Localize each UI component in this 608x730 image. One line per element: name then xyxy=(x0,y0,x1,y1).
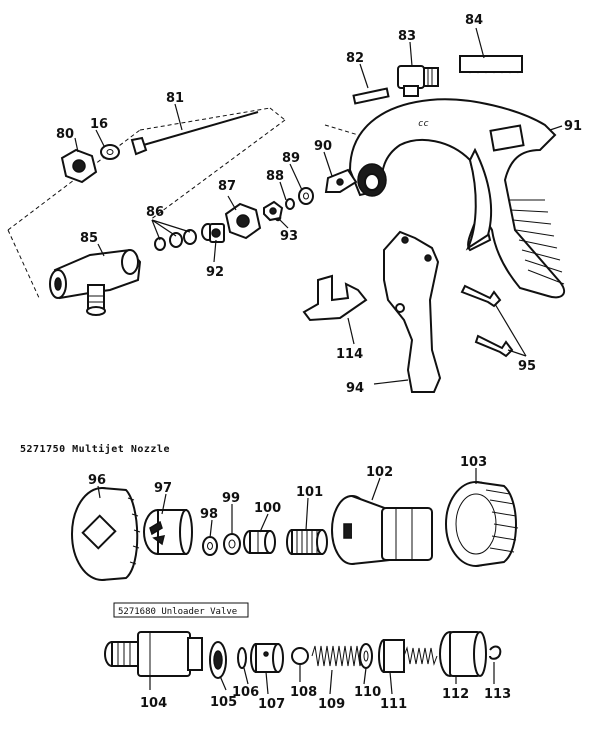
part-96-cap-plate xyxy=(71,487,141,581)
part-95-pins xyxy=(460,284,514,358)
label-99: 99 xyxy=(222,491,240,506)
part-104-valve-body xyxy=(104,631,203,677)
part-114-clip xyxy=(302,274,368,322)
svg-text:cc: cc xyxy=(418,119,429,129)
label-103: 103 xyxy=(460,455,487,470)
label-102: 102 xyxy=(366,465,393,480)
part-98-washer xyxy=(202,536,218,556)
part-86-washers xyxy=(154,229,197,251)
part-85-tee-body xyxy=(49,248,142,316)
label-112: 112 xyxy=(442,687,469,702)
label-83: 83 xyxy=(398,29,416,44)
assembly-boundary-dashed-2 xyxy=(7,229,41,301)
label-91: 91 xyxy=(564,119,582,134)
part-84-spring xyxy=(459,55,523,74)
label-107: 107 xyxy=(258,697,285,712)
part-80-hex-nut xyxy=(60,148,98,184)
part-103-coupling-nut xyxy=(445,481,519,567)
label-95: 95 xyxy=(518,359,536,374)
label-114: 114 xyxy=(336,347,363,362)
part-91-gun-body: cc xyxy=(348,98,566,299)
label-88: 88 xyxy=(266,169,284,184)
label-93: 93 xyxy=(280,229,298,244)
unloader-valve-caption: 5271680 Unloader Valve xyxy=(118,607,237,617)
label-101: 101 xyxy=(296,485,323,500)
assembly-boundary-dashed xyxy=(7,107,286,231)
label-113: 113 xyxy=(484,687,511,702)
label-109: 109 xyxy=(318,697,345,712)
label-100: 100 xyxy=(254,501,281,516)
part-108-ball xyxy=(291,647,309,665)
part-110-ring xyxy=(359,643,373,669)
part-87-hex-nut xyxy=(224,202,262,240)
label-96: 96 xyxy=(88,473,106,488)
part-112-cap-nut xyxy=(439,631,487,677)
label-86: 86 xyxy=(146,205,164,220)
label-90: 90 xyxy=(314,139,332,154)
label-106: 106 xyxy=(232,685,259,700)
nozzle-section-title: 5271750 Multijet Nozzle xyxy=(20,443,170,455)
label-111: 111 xyxy=(380,697,407,712)
part-90-bracket xyxy=(324,168,358,193)
label-89: 89 xyxy=(282,151,300,166)
part-99-washer xyxy=(223,533,241,555)
part-89-washer xyxy=(298,187,314,205)
label-94: 94 xyxy=(346,381,364,396)
label-80: 80 xyxy=(56,127,74,142)
leader-lines-valve xyxy=(149,662,495,695)
part-92-valve-stem xyxy=(201,223,225,243)
part-101-spring xyxy=(286,529,328,555)
part-109-spring xyxy=(311,645,364,667)
label-16: 16 xyxy=(90,117,108,132)
part-94-trigger xyxy=(383,230,442,393)
unloader-valve-caption-box xyxy=(113,602,249,618)
leader-lines-nozzle xyxy=(97,468,477,539)
label-87: 87 xyxy=(218,179,236,194)
label-82: 82 xyxy=(346,51,364,66)
part-83-fitting xyxy=(397,65,439,97)
part-16-washer xyxy=(100,144,120,160)
part-100-nipple xyxy=(243,530,276,554)
part-82-pin xyxy=(352,87,390,105)
label-110: 110 xyxy=(354,685,381,700)
part-113-clip xyxy=(489,645,502,660)
part-111-plunger xyxy=(378,639,438,673)
label-98: 98 xyxy=(200,507,218,522)
leader-lines-upper xyxy=(74,27,563,385)
label-97: 97 xyxy=(154,481,172,496)
label-105: 105 xyxy=(210,695,237,710)
label-108: 108 xyxy=(290,685,317,700)
label-84: 84 xyxy=(465,13,483,28)
part-102-nozzle-body xyxy=(331,495,433,565)
part-small-nut xyxy=(263,200,284,222)
part-106-ring xyxy=(237,647,247,669)
part-97-nozzle-tip xyxy=(143,509,193,555)
part-107-seat xyxy=(250,643,284,673)
label-104: 104 xyxy=(140,696,167,711)
part-81-rod xyxy=(130,111,259,156)
part-105-nut xyxy=(209,641,227,679)
part-88-ring xyxy=(285,198,295,210)
label-85: 85 xyxy=(80,231,98,246)
label-92: 92 xyxy=(206,265,224,280)
label-81: 81 xyxy=(166,91,184,106)
